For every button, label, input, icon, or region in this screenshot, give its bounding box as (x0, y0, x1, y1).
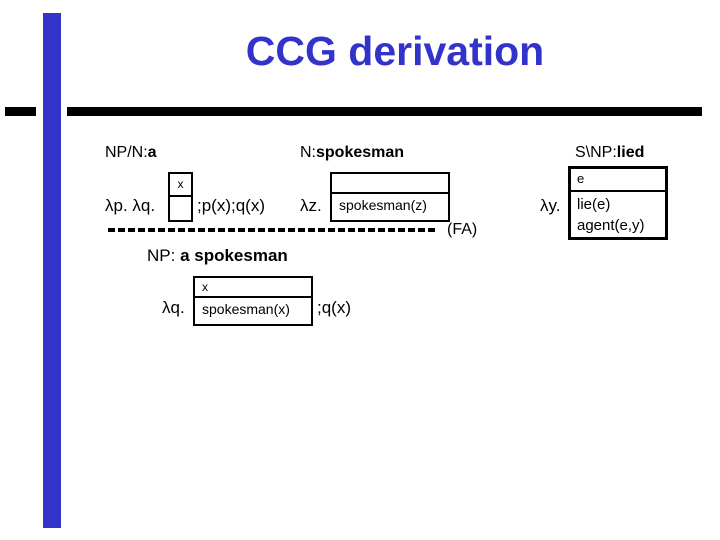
drs-condition: agent(e,y) (577, 217, 645, 234)
result-category-label: NP: a spokesman (147, 246, 288, 266)
lambda-prefix-lied: λy. (540, 196, 561, 215)
drs-condition: spokesman(x) (202, 301, 290, 317)
derivation-rule-line (108, 228, 438, 232)
drs-box-lied: e lie(e) agent(e,y) (568, 166, 668, 240)
drs-box-spokesman: spokesman(z) (330, 172, 450, 222)
lexical-word: spokesman (316, 144, 405, 161)
drs-conditions (170, 197, 191, 200)
result-phrase: a spokesman (180, 246, 288, 265)
category-text: N: (300, 144, 316, 161)
merge-suffix-result: ;q(x) (317, 298, 351, 317)
drs-universe: e (571, 169, 665, 192)
horizontal-rule (67, 107, 702, 116)
lexical-word: a (147, 144, 157, 161)
merge-suffix-a: ;p(x);q(x) (197, 196, 265, 215)
lexical-word: lied (616, 144, 645, 161)
lambda-prefix-spokesman: λz. (300, 196, 322, 215)
drs-universe: x (170, 174, 191, 197)
category-label-spokesman: N:spokesman (300, 144, 404, 162)
drs-box-result: x spokesman(x) (193, 276, 313, 326)
category-text: NP/N: (105, 144, 148, 161)
category-text: NP: (147, 246, 181, 265)
page-title: CCG derivation (245, 28, 545, 74)
rule-label: (FA) (447, 221, 478, 238)
category-text: S\NP: (575, 144, 617, 161)
category-label-a: NP/N:a (105, 144, 157, 162)
drs-universe (332, 174, 448, 194)
blue-vertical-bar (43, 13, 61, 528)
left-dash-segment (5, 107, 36, 116)
drs-condition: lie(e) (577, 196, 611, 213)
drs-condition: spokesman(z) (339, 197, 427, 213)
drs-universe: x (195, 278, 311, 298)
category-label-lied: S\NP:lied (575, 144, 644, 162)
drs-box-a: x (168, 172, 193, 222)
drs-conditions: lie(e) agent(e,y) (571, 192, 665, 236)
lambda-prefix-a: λp. λq. (105, 196, 156, 215)
lambda-prefix-result: λq. (162, 298, 185, 317)
